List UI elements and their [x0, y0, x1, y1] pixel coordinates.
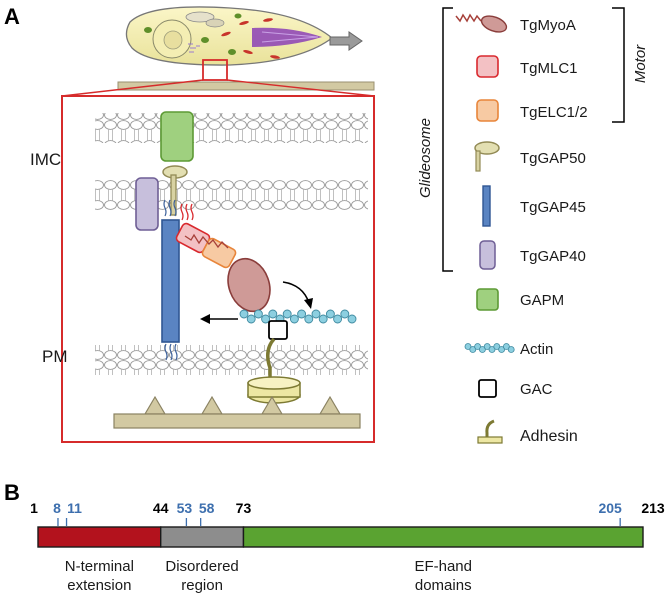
domain-label-line2: region	[181, 577, 223, 594]
tgmlc1-domain-map: N-terminal extension Disordered region EF-ha…	[30, 500, 665, 594]
movement-arrow-icon	[304, 298, 313, 309]
imc-label: IMC	[30, 150, 61, 169]
gac-protein	[268, 320, 288, 340]
gap40-protein	[135, 177, 159, 231]
adhesin-icon	[477, 419, 503, 444]
legend-label-gap40: TgGAP40	[520, 248, 586, 265]
gap50-protein	[162, 165, 188, 216]
domain-segment	[37, 526, 162, 548]
domain-label-line1: Disordered	[165, 558, 238, 575]
legend-labels: TgMyoA TgMLC1 TgELC1/2 TgGAP50 TgGAP45 T…	[520, 17, 588, 445]
gap45-protein	[161, 199, 180, 361]
legend-label-gap50: TgGAP50	[520, 150, 586, 167]
gap45-icon	[482, 185, 491, 227]
adhesin-protein	[247, 337, 301, 404]
residue-number: 205	[598, 500, 622, 516]
myoa-neck	[184, 233, 229, 249]
domain-label-line1: EF-hand	[414, 558, 472, 575]
legend-label-gapm: GAPM	[520, 292, 564, 309]
domain-segment	[242, 526, 644, 548]
legend-label-myoa: TgMyoA	[520, 17, 576, 34]
direction-arrow-icon	[329, 31, 363, 51]
panel-b-label: B	[4, 480, 20, 505]
glideosome-bracket	[442, 7, 453, 272]
domain-label-line1: N-terminal	[65, 558, 134, 575]
residue-number: 53	[177, 500, 193, 516]
domain-label-line2: domains	[415, 577, 472, 594]
zoom-frame	[61, 95, 375, 443]
gap50-icon	[474, 141, 500, 172]
legend-label-gac: GAC	[520, 381, 553, 398]
legend-label-elc: TgELC1/2	[520, 104, 588, 121]
residue-number: 73	[236, 500, 252, 516]
parasite-cell-illustration	[125, 6, 334, 66]
myoa-icon	[455, 13, 508, 33]
legend-label-actin: Actin	[520, 341, 553, 358]
plasma-membrane	[95, 345, 368, 375]
motor-label: Motor	[632, 44, 649, 83]
substrate-surface	[113, 413, 361, 429]
glideosome-label: Glideosome	[417, 118, 434, 198]
substrate-bar	[117, 81, 375, 91]
legend	[455, 13, 515, 444]
legend-label-gap45: TgGAP45	[520, 199, 586, 216]
residue-number: 213	[641, 500, 665, 516]
domain-segment	[160, 526, 245, 548]
zoom-region-marker	[202, 59, 228, 81]
mlc1-icon	[476, 55, 499, 78]
gapm-protein	[160, 111, 194, 162]
panel-a-label: A	[4, 4, 20, 29]
actin-icon	[464, 343, 515, 353]
residue-number: 11	[67, 500, 82, 516]
residue-number: 58	[199, 500, 215, 516]
residue-number: 44	[153, 500, 169, 516]
residue-number: 8	[53, 500, 61, 516]
elc-icon	[476, 99, 499, 122]
gapm-icon	[476, 288, 499, 311]
acyl-chains-red	[180, 203, 194, 221]
pm-label: PM	[42, 347, 68, 366]
legend-label-adhesin: Adhesin	[520, 428, 578, 445]
legend-label-mlc1: TgMLC1	[520, 60, 578, 77]
domain-label-line2: extension	[67, 577, 131, 594]
actin-direction-arrow-icon	[200, 314, 210, 324]
motor-bracket	[612, 7, 625, 123]
gap40-icon	[479, 240, 496, 270]
gac-icon	[478, 379, 497, 398]
residue-number: 1	[30, 500, 38, 516]
